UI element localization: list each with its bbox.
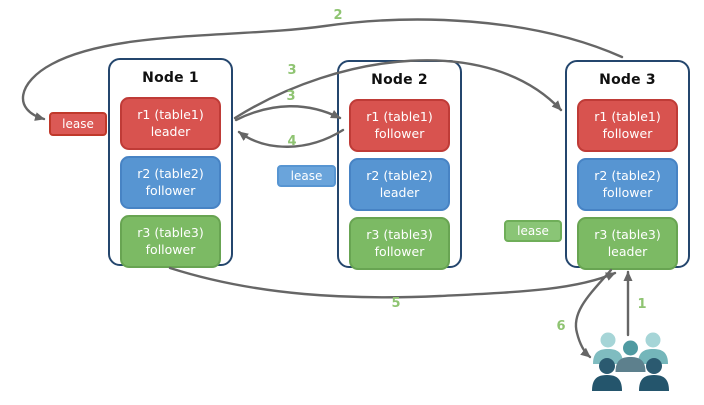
node-2-replica-r2: r2 (table2) leader (349, 158, 450, 211)
node-3-replica-r1: r1 (table1) follower (577, 99, 678, 152)
replica-role: follower (602, 184, 653, 200)
replica-name: r1 (table1) (366, 109, 433, 124)
users-group-icon (592, 332, 669, 391)
node-1-replicas: r1 (table1) leader r2 (table2) follower … (120, 97, 221, 274)
arrow-label-1: 1 (637, 297, 647, 312)
node-1: Node 1 r1 (table1) leader r2 (table2) fo… (108, 58, 233, 268)
replica-name: r3 (table3) (366, 227, 433, 242)
replica-role: leader (150, 123, 191, 139)
replica-role: follower (374, 243, 425, 259)
replica-role: follower (145, 241, 196, 257)
arrow-label-3a: 3 (287, 63, 297, 78)
replica-role: follower (602, 125, 653, 141)
arrow-label-5: 5 (391, 296, 401, 311)
arrow-label-6: 6 (556, 319, 566, 334)
arrow-label-2: 2 (333, 8, 343, 23)
replica-name: r1 (table1) (137, 107, 204, 122)
lease-badge-table1: lease (49, 112, 107, 136)
node-2-title: Node 2 (371, 72, 428, 88)
node-1-replica-r2: r2 (table2) follower (120, 156, 221, 209)
replica-role: leader (607, 243, 648, 259)
replica-role: follower (374, 125, 425, 141)
replica-name: r3 (table3) (594, 227, 661, 242)
replica-name: r1 (table1) (594, 109, 661, 124)
lease-badge-table2: lease (277, 165, 336, 187)
node-3-title: Node 3 (599, 72, 656, 88)
node-1-replica-r1: r1 (table1) leader (120, 97, 221, 150)
replica-role: follower (145, 182, 196, 198)
arrow-label-3b: 3 (286, 89, 296, 104)
node-1-replica-r3: r3 (table3) follower (120, 215, 221, 268)
lease-badge-table3: lease (504, 220, 562, 242)
node-3-replica-r2: r2 (table2) follower (577, 158, 678, 211)
replica-name: r2 (table2) (366, 168, 433, 183)
node-2-replica-r3: r3 (table3) follower (349, 217, 450, 270)
node-2-replicas: r1 (table1) follower r2 (table2) leader … (349, 99, 450, 276)
replica-name: r3 (table3) (137, 225, 204, 240)
node-2-replica-r1: r1 (table1) follower (349, 99, 450, 152)
arrow-3-node1-to-node2 (234, 105, 342, 122)
node-1-title: Node 1 (142, 70, 199, 86)
arrow-label-4: 4 (287, 134, 297, 149)
replica-name: r2 (table2) (594, 168, 661, 183)
node-3: Node 3 r1 (table1) follower r2 (table2) … (565, 60, 690, 270)
node-3-replica-r3: r3 (table3) leader (577, 217, 678, 270)
replica-role: leader (379, 184, 420, 200)
node-2: Node 2 r1 (table1) follower r2 (table2) … (337, 60, 462, 270)
node-3-replicas: r1 (table1) follower r2 (table2) followe… (577, 99, 678, 276)
replica-name: r2 (table2) (137, 166, 204, 181)
